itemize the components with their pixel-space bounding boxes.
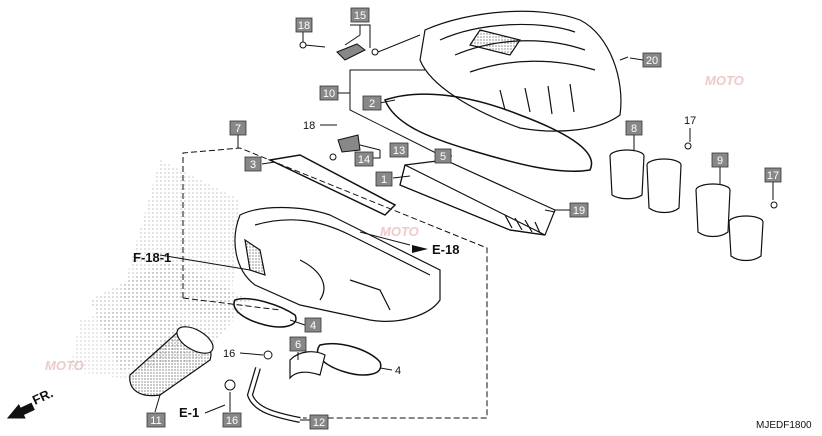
label-11: 11 [150,415,161,427]
label-17-a: 17 [684,115,696,127]
funnel-9 [695,183,764,262]
label-6: 6 [295,339,301,351]
label-9: 9 [717,155,723,167]
ref-f-18-1: F-18-1 [133,250,171,265]
label-10: 10 [323,88,335,100]
front-label: FR. [30,385,55,407]
front-arrow [6,402,35,419]
label-16-b: 16 [226,415,238,427]
label-18-a: 18 [298,20,310,32]
air-filter-element [399,159,556,236]
label-2: 2 [369,98,375,110]
watermark-logo-center: MOTO [380,224,419,239]
label-18-b: 18 [303,120,315,132]
watermark-logo-left: MOTO [45,358,84,373]
watermark-logo: MOTO [705,73,744,88]
funnel-8 [609,149,682,214]
ref-e-1: E-1 [179,405,199,420]
watermarks: MOTO MOTO MOTO [45,73,744,373]
label-4-a: 4 [310,320,316,332]
label-3: 3 [250,159,256,171]
gasket-4-a [233,297,297,328]
ref-e-18: E-18 [432,242,459,257]
gasket-4-b [316,342,382,376]
plain-labels: 18 17 16 4 [223,115,696,377]
label-4-b: 4 [395,365,401,377]
label-1: 1 [381,174,387,186]
leader-lines [154,24,774,421]
part-labels: 18 15 20 10 2 7 8 13 5 14 3 9 1 17 19 4 … [150,10,779,429]
label-15: 15 [354,10,366,22]
gasket-3 [267,154,397,216]
air-cleaner-cover [419,10,622,132]
label-16-a: 16 [223,348,235,360]
label-17-b: 17 [767,170,779,182]
reference-labels: F-18-1 E-18 E-1 FR. MJEDF1800 [30,242,812,431]
part-label-boxes [146,7,782,430]
label-5: 5 [440,151,446,163]
plate-6 [289,351,326,380]
label-14: 14 [358,154,370,166]
e18-arrow [412,245,428,253]
shading [70,160,250,380]
diagram-code: MJEDF1800 [756,420,812,431]
label-7: 7 [235,123,241,135]
label-19: 19 [573,205,585,217]
gasket-2 [384,93,593,173]
label-13: 13 [393,145,405,157]
duct-11 [129,326,214,397]
assembly-frame [182,147,488,419]
label-20: 20 [646,55,658,67]
label-12: 12 [313,417,325,429]
air-cleaner-case [234,206,441,322]
label-8: 8 [631,123,637,135]
